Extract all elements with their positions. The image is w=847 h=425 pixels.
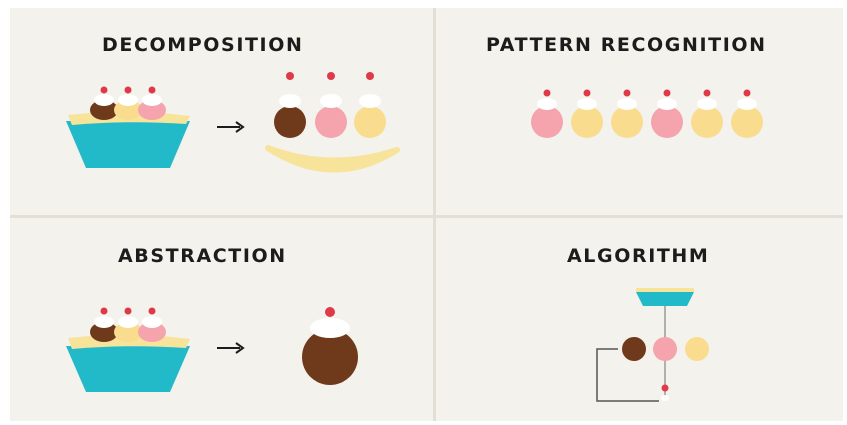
cream-dollop [142, 94, 162, 106]
right-arrow-icon [217, 121, 245, 133]
cream-dollop [279, 94, 301, 108]
vanilla-scoop [691, 106, 723, 138]
strawberry-scoop [531, 106, 563, 138]
cherry-icon [366, 72, 374, 80]
scoop-pattern [531, 89, 763, 138]
cream-dollop [94, 94, 114, 106]
cherry-icon [124, 307, 132, 315]
algorithm-title: ALGORITHM [567, 245, 710, 267]
banana-split-icon [66, 86, 190, 168]
pattern-recognition-title: PATTERN RECOGNITION [486, 34, 767, 56]
chocolate-scoop [90, 322, 118, 342]
cream-dollop [359, 94, 381, 108]
cream-dollop [118, 94, 138, 106]
cream-dollop [320, 94, 342, 108]
cherry-icon [100, 307, 108, 315]
cherry-icon [543, 89, 551, 97]
cherry-icon [148, 86, 156, 94]
vanilla-scoop [114, 322, 142, 342]
cherry-icon [325, 307, 335, 317]
banana-shape [636, 288, 694, 292]
cream-dollop [118, 316, 138, 328]
cream-dollop [617, 98, 637, 110]
vanilla-scoop [354, 106, 386, 138]
cherry-icon [327, 72, 335, 80]
loop-connector [596, 348, 659, 402]
cream-dollop [310, 318, 350, 338]
abstraction-title: ABSTRACTION [118, 245, 287, 267]
vanilla-scoop [731, 106, 763, 138]
cream-dollop [737, 98, 757, 110]
chocolate-scoop [302, 329, 358, 385]
cream-dollop [94, 316, 114, 328]
strawberry-scoop [138, 100, 166, 120]
vanilla-scoop [685, 337, 709, 361]
abstract-scoop-icon [302, 307, 358, 385]
cherry-icon [583, 89, 591, 97]
vanilla-scoop [571, 106, 603, 138]
cream-dollop [537, 98, 557, 110]
cherry-icon [286, 72, 294, 80]
horizontal-divider [10, 215, 843, 218]
bowl-shape [66, 346, 190, 392]
cream-dollop [697, 98, 717, 110]
chocolate-scoop [90, 100, 118, 120]
cherry-icon [623, 89, 631, 97]
strawberry-scoop [651, 106, 683, 138]
algorithm-flow [596, 288, 709, 402]
vertical-divider [433, 8, 436, 421]
cherry-icon [124, 86, 132, 94]
strawberry-scoop [653, 337, 677, 361]
banana-shape [265, 145, 400, 173]
strawberry-scoop [138, 322, 166, 342]
chocolate-scoop [622, 337, 646, 361]
cream-dollop [577, 98, 597, 110]
cherry-icon [743, 89, 751, 97]
cherry-icon [661, 384, 669, 392]
cherry-icon [100, 86, 108, 94]
cream-dollop [142, 316, 162, 328]
banana-split-icon [66, 307, 190, 392]
cream-dollop [657, 98, 677, 110]
decomposition-title: DECOMPOSITION [102, 34, 304, 56]
bowl-shape [636, 292, 694, 306]
chocolate-scoop [274, 106, 306, 138]
cherry-icon [703, 89, 711, 97]
vanilla-scoop [114, 100, 142, 120]
bowl-shape [66, 121, 190, 168]
cherry-icon [148, 307, 156, 315]
decomposed-parts [265, 72, 400, 173]
right-arrow-icon [217, 342, 245, 354]
cherry-icon [663, 89, 671, 97]
vanilla-scoop [611, 106, 643, 138]
cream-dollop [661, 395, 669, 401]
strawberry-scoop [315, 106, 347, 138]
